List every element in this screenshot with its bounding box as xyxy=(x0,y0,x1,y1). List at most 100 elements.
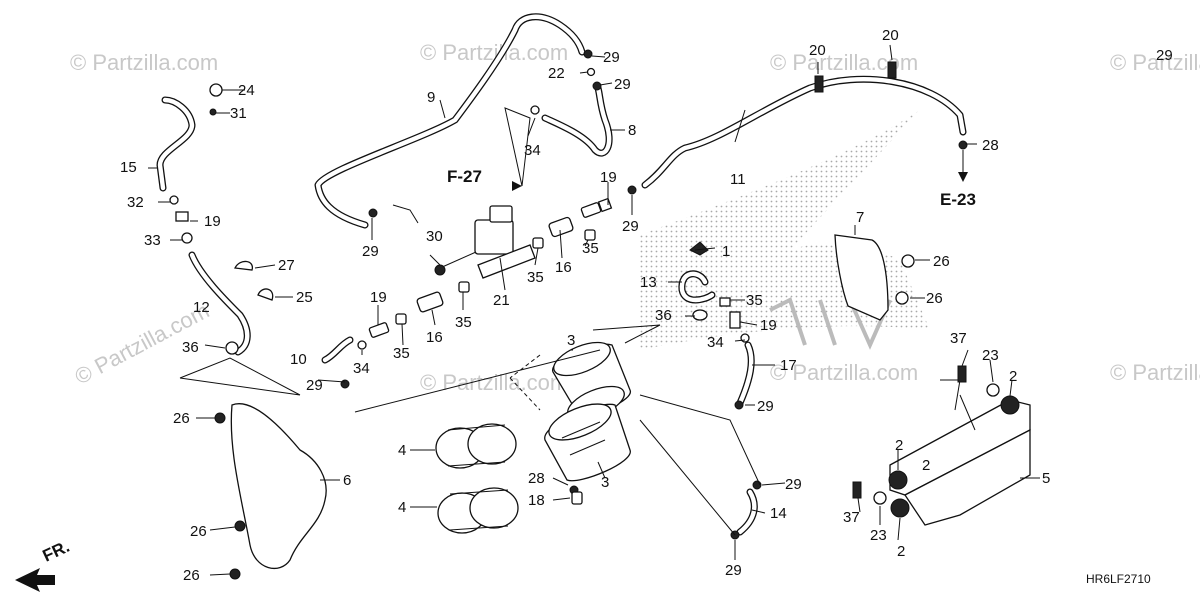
callout-12: 12 xyxy=(193,299,210,316)
joint-pipe-19-lower[interactable] xyxy=(368,322,390,338)
canister-holder-4-lower[interactable] xyxy=(437,487,519,534)
callout-2: 2 xyxy=(895,437,903,454)
purge-valve-21[interactable] xyxy=(439,205,536,279)
callout-35: 35 xyxy=(746,292,763,309)
callout-30: 30 xyxy=(426,228,443,245)
callout-29: 29 xyxy=(603,49,620,66)
callout-20: 20 xyxy=(882,27,899,44)
callout-19: 19 xyxy=(760,317,777,334)
hose-13[interactable] xyxy=(678,270,716,304)
clamp-35[interactable] xyxy=(395,229,596,325)
hose-8[interactable] xyxy=(541,84,613,157)
watermark-text: © Partzilla.com xyxy=(1110,50,1200,75)
fitting-36[interactable] xyxy=(225,309,708,355)
reference-f27[interactable]: F-27 xyxy=(447,167,482,186)
callout-20: 20 xyxy=(809,42,826,59)
fitting-33[interactable] xyxy=(181,232,193,244)
callout-29: 29 xyxy=(306,377,323,394)
callout-24: 24 xyxy=(238,82,255,99)
hose-11[interactable] xyxy=(641,75,967,189)
callout-2: 2 xyxy=(922,457,930,474)
clamp-24[interactable] xyxy=(209,83,223,97)
callout-26: 26 xyxy=(183,567,200,584)
callout-16: 16 xyxy=(426,329,443,346)
callout-35: 35 xyxy=(393,345,410,362)
callout-29: 29 xyxy=(362,243,379,260)
joint-pipe-19-upper[interactable] xyxy=(580,197,613,218)
callout-29: 29 xyxy=(614,76,631,93)
callout-4: 4 xyxy=(398,499,406,516)
callout-23: 23 xyxy=(982,347,999,364)
callout-10: 10 xyxy=(290,351,307,368)
bolt-26[interactable] xyxy=(214,254,915,580)
callout-15: 15 xyxy=(120,159,137,176)
callout-36: 36 xyxy=(182,339,199,356)
callout-34: 34 xyxy=(524,142,541,159)
clamp-25[interactable] xyxy=(257,288,274,301)
joint-19-left[interactable] xyxy=(175,211,189,222)
fitting-22[interactable] xyxy=(586,67,596,77)
callout-3: 3 xyxy=(567,332,575,349)
rubber-mount-2[interactable] xyxy=(888,395,1020,518)
joint-19-right[interactable] xyxy=(729,311,741,329)
callout-29: 29 xyxy=(725,562,742,579)
canister-3-lower[interactable] xyxy=(544,397,631,482)
callout-26: 26 xyxy=(933,253,950,270)
cover-6[interactable] xyxy=(230,403,327,569)
cover-plate-7[interactable] xyxy=(834,234,889,321)
callout-37: 37 xyxy=(843,509,860,526)
collar-23[interactable] xyxy=(873,383,1000,505)
callout-11: 11 xyxy=(730,171,746,188)
hose-9[interactable] xyxy=(314,13,586,229)
reference-e23[interactable]: E-23 xyxy=(940,190,976,209)
callout-3: 3 xyxy=(601,474,609,491)
joint-pipe-16-upper[interactable] xyxy=(548,216,574,238)
callout-37: 37 xyxy=(950,330,967,347)
joint-34[interactable] xyxy=(357,105,750,350)
fitting-32[interactable] xyxy=(169,195,179,205)
fitting-31[interactable] xyxy=(209,108,217,116)
callout-6: 6 xyxy=(343,472,351,489)
callout-29: 29 xyxy=(622,218,639,235)
callout-18: 18 xyxy=(528,492,545,509)
callout-19: 19 xyxy=(600,169,617,186)
callout-31: 31 xyxy=(230,105,247,122)
callout-26: 26 xyxy=(173,410,190,427)
clip-20[interactable] xyxy=(814,61,897,93)
callout-28: 28 xyxy=(528,470,545,487)
canister-holder-4-upper[interactable] xyxy=(435,423,517,469)
bolt-30[interactable] xyxy=(434,264,446,276)
clip-28[interactable] xyxy=(569,140,968,495)
front-arrow-icon xyxy=(15,568,55,592)
callout-34: 34 xyxy=(707,334,724,351)
callout-5: 5 xyxy=(1042,470,1050,487)
callout-32: 32 xyxy=(127,194,144,211)
callout-23: 23 xyxy=(870,527,887,544)
hose-15[interactable] xyxy=(156,96,196,192)
callout-36: 36 xyxy=(655,307,672,324)
callout-13: 13 xyxy=(640,274,657,291)
drawing-code: HR6LF2710 xyxy=(1086,572,1151,586)
callout-1: 1 xyxy=(722,243,730,260)
front-label: FR. xyxy=(40,537,73,566)
hose-14[interactable] xyxy=(736,488,758,536)
callout-34: 34 xyxy=(353,360,370,377)
watermark-text: © Partzilla.com xyxy=(70,50,218,75)
callout-27: 27 xyxy=(278,257,295,274)
clamp-35-right[interactable] xyxy=(719,297,731,307)
clamp-27[interactable] xyxy=(234,260,253,271)
callout-35: 35 xyxy=(527,269,544,286)
joint-pipe-16-lower[interactable] xyxy=(416,291,444,313)
callout-8: 8 xyxy=(628,122,636,139)
callout-29: 29 xyxy=(1156,47,1173,64)
joint-18[interactable] xyxy=(571,491,583,505)
hose-12[interactable] xyxy=(188,251,251,356)
callout-19: 19 xyxy=(204,213,221,230)
clip-1[interactable] xyxy=(689,241,709,256)
callout-28: 28 xyxy=(982,137,999,154)
hose-17[interactable] xyxy=(736,341,755,407)
callout-33: 33 xyxy=(144,232,161,249)
callout-16: 16 xyxy=(555,259,572,276)
callout-22: 22 xyxy=(548,65,565,82)
hose-10[interactable] xyxy=(321,336,354,364)
